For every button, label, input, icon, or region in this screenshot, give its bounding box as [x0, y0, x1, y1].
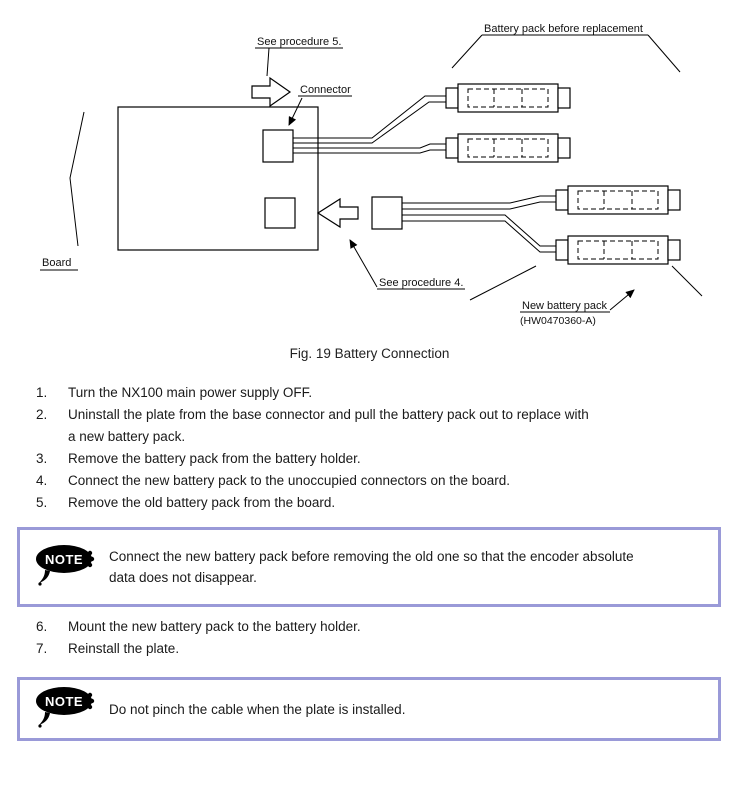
step-number: 2. [36, 407, 48, 422]
label-battery-pack-before-replacement: Battery pack before replacement [484, 23, 643, 35]
step-number: 4. [36, 473, 48, 488]
step-number: 7. [36, 641, 48, 656]
label-part-number: (HW0470360-A) [520, 315, 596, 327]
step-text: Turn the NX100 main power supply OFF. [68, 385, 313, 400]
board-bracket [69, 111, 85, 247]
step-item: 7. Reinstall the plate. [36, 638, 720, 660]
note-badge-label: NOTE [45, 552, 83, 567]
new-battery-pack-2 [555, 235, 681, 265]
step-item: 1. Turn the NX100 main power supply OFF. [36, 382, 720, 404]
old-pack-wires [293, 95, 446, 154]
new-pack-wires [402, 195, 556, 253]
note-box-cable-pinch: NOTE Do not pinch the cable when the pla… [17, 677, 721, 741]
board-connector-1 [262, 129, 294, 163]
new-pack-connector [371, 196, 403, 230]
note-badge-icon: NOTE [34, 686, 96, 733]
new-battery-pack-1 [555, 185, 681, 215]
step-text: Mount the new battery pack to the batter… [68, 619, 361, 634]
label-see-procedure-4: See procedure 4. [379, 277, 463, 289]
label-new-battery-pack: New battery pack [522, 300, 607, 312]
note-text: Do not pinch the cable when the plate is… [109, 701, 406, 717]
battery-connection-diagram: See procedure 5. Connector Battery pack … [40, 23, 703, 327]
step-text: Remove the battery pack from the battery… [68, 451, 361, 466]
step-item: 2. Uninstall the plate from the base con… [36, 404, 720, 448]
step-text: Connect the new battery pack to the unoc… [68, 473, 511, 488]
step-number: 5. [36, 495, 48, 510]
insertion-direction-arrow-icon [316, 197, 359, 229]
step-item: 3. Remove the battery pack from the batt… [36, 448, 720, 470]
figure-caption: Fig. 19 Battery Connection [289, 346, 450, 361]
label-board: Board [42, 257, 71, 269]
note-box-encoder-data: NOTE Connect the new battery pack before… [17, 527, 721, 607]
note-badge-icon: NOTE [34, 544, 96, 591]
procedure-steps-6-7: 6. Mount the new battery pack to the bat… [36, 616, 720, 660]
note-badge-label: NOTE [45, 694, 83, 709]
step-number: 6. [36, 619, 48, 634]
procedure-steps-1-5: 1. Turn the NX100 main power supply OFF.… [36, 382, 720, 514]
step-item: 5. Remove the old battery pack from the … [36, 492, 720, 514]
step-item: 4. Connect the new battery pack to the u… [36, 470, 720, 492]
removal-direction-arrow-icon [251, 76, 292, 108]
label-see-procedure-5: See procedure 5. [257, 36, 341, 48]
step-text: Uninstall the plate from the base connec… [68, 407, 589, 444]
step-item: 6. Mount the new battery pack to the bat… [36, 616, 720, 638]
step-text: Reinstall the plate. [68, 641, 180, 656]
old-battery-pack-2 [445, 133, 571, 163]
board-connector-2 [264, 197, 296, 229]
label-connector: Connector [300, 84, 351, 96]
old-battery-pack-1 [445, 83, 571, 113]
step-number: 1. [36, 385, 48, 400]
note-text: Connect the new battery pack before remo… [109, 549, 634, 585]
step-text: Remove the old battery pack from the boa… [68, 495, 336, 510]
step-number: 3. [36, 451, 48, 466]
